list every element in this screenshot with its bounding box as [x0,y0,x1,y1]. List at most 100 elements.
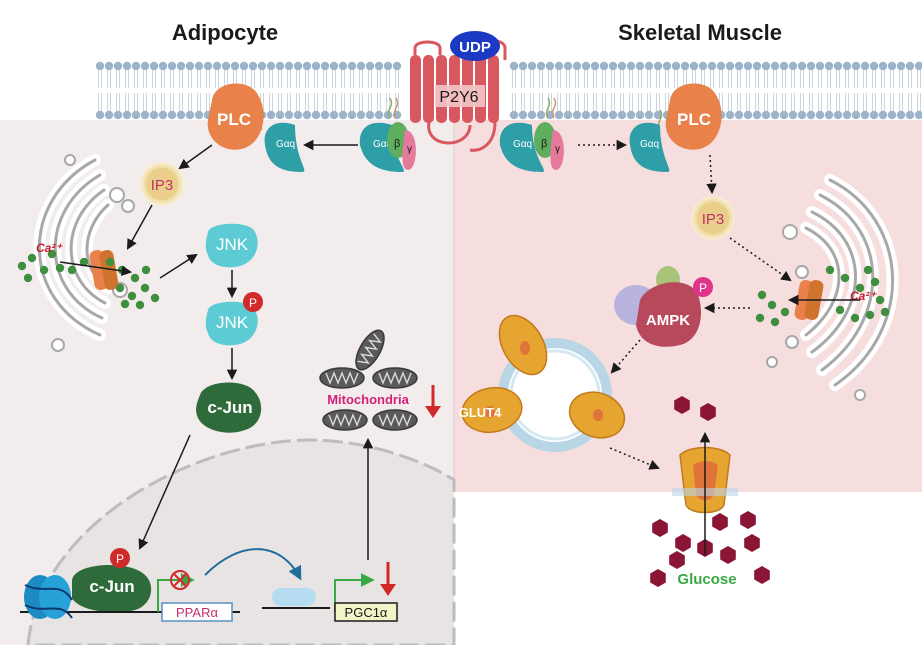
muscle-calcium-label: Ca²⁺ [850,289,877,303]
calcium-ion [130,273,140,283]
svg-text:γ: γ [555,144,560,155]
calcium-ion [825,265,835,275]
glucose-molecule [675,534,691,552]
glucose-molecule [712,513,728,531]
calcium-ion [27,253,37,263]
p2y6-label: P2Y6 [439,89,478,106]
muscle-galpha-active: Gαq [629,109,670,172]
glucose-molecule [754,566,770,584]
c-jun-nuclear: c-Jun P [72,548,152,613]
calcium-ion [79,257,89,267]
pgc1-alpha-label: PGC1α [345,605,388,620]
p2y6-receptor: P2Y6 [410,38,507,152]
svg-text:PLC: PLC [677,110,711,129]
svg-text:γ: γ [407,144,412,155]
calcium-ion [67,265,77,275]
dotted-arrows [578,139,792,470]
calcium-ion [757,290,767,300]
calcium-ion [141,265,151,275]
mitochondrion [372,367,418,389]
svg-text:β: β [394,138,400,150]
ca-flux-left [59,261,133,277]
svg-text:PLC: PLC [217,110,251,129]
calcium-ion [770,317,780,327]
glut4-label: GLUT4 [459,405,502,420]
ppar-alpha-protein [262,588,330,609]
glucose-molecules [650,396,770,587]
glucose-molecule [674,396,690,414]
calcium-ion [55,263,65,273]
glucose-molecule [650,569,666,587]
svg-text:Gαq: Gαq [640,139,659,150]
muscle-plc: PLC [665,83,722,150]
calcium-ion [47,249,57,259]
title-skeletal-muscle: Skeletal Muscle [618,20,782,45]
calcium-ion [863,265,873,275]
calcium-ion [880,307,890,317]
mitochondrion [322,409,368,431]
mitochondria-cluster [319,329,418,431]
mitochondria-decrease-arrow [425,385,441,418]
calcium-ion [127,291,137,301]
ampk-complex: AMPK P [614,266,713,347]
ppar-alpha-label: PPARα [176,605,218,620]
glucose-molecule [744,534,760,552]
mitochondrion [319,367,365,389]
c-jun: c-Jun [196,382,262,433]
calcium-ion [23,273,33,283]
glucose-molecule [720,546,736,564]
glut4-transporter-cores [485,341,603,421]
svg-text:c-Jun: c-Jun [207,398,252,417]
muscle-calcium-dots [755,265,890,327]
calcium-ion [105,257,115,267]
muscle-er-vesicles [766,224,866,401]
pgc1-alpha-gene: PGC1α [334,562,398,622]
muscle-endoplasmic-reticulum [800,174,899,391]
adipocyte-plc: PLC [207,83,264,150]
muscle-ip3: IP3 [691,196,735,240]
calcium-ion [135,300,145,310]
glucose-label: Glucose [677,571,736,588]
svg-text:Gαq: Gαq [373,139,392,150]
calcium-ion [855,283,865,293]
pathway-arrows [126,139,711,560]
calcium-ion [39,265,49,275]
svg-text:IP3: IP3 [702,211,725,228]
svg-text:Gαq: Gαq [276,139,295,150]
adipocyte-calcium-channel [89,250,119,290]
calcium-ion [150,293,160,303]
glucose-molecule [740,511,756,529]
adipocyte-ip3: IP3 [140,162,184,206]
calcium-ion [840,273,850,283]
glucose-molecule [652,519,668,537]
calcium-ion [755,313,765,323]
svg-text:c-Jun: c-Jun [89,577,134,596]
udp-ligand: UDP [450,31,500,61]
svg-text:IP3: IP3 [151,177,174,194]
svg-text:JNK: JNK [216,235,249,254]
calcium-ion [835,305,845,315]
jnk: JNK [205,223,258,268]
title-adipocyte: Adipocyte [172,20,278,45]
svg-text:UDP: UDP [459,39,491,56]
calcium-ion [875,295,885,305]
adipocyte-calcium-label: Ca²⁺ [36,241,63,255]
calcium-ion [17,261,27,271]
muscle-gprotein-complex: Gαq β γ [499,97,564,172]
glucose-molecule [700,403,716,421]
svg-text:P: P [699,281,707,295]
svg-text:P: P [249,296,257,310]
jnk-phosphorylated: JNK P [205,292,263,346]
ppar-alpha-gene: PPARα [157,570,233,622]
calcium-ion [140,283,150,293]
ppar-to-pgc-arrow [204,548,302,581]
adipocyte-calcium-dots [17,249,160,310]
svg-text:β: β [541,138,547,150]
calcium-ion [120,299,130,309]
svg-text:AMPK: AMPK [646,312,690,329]
mitochondrion [372,409,418,431]
adipocyte-gprotein-complex: Gαq β γ [359,97,416,172]
glucose-molecule [669,551,685,569]
